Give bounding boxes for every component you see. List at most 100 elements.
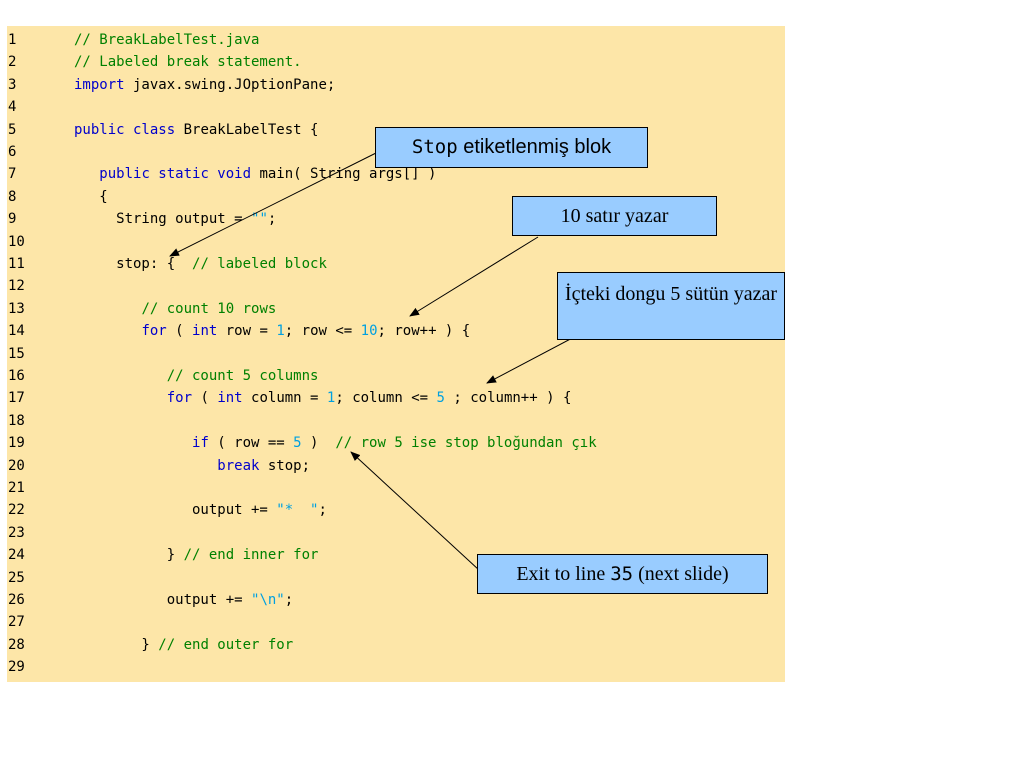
line-number: 3	[8, 76, 17, 93]
callout-stop-block: Stop etiketlenmiş blok	[375, 127, 648, 168]
code-token: }	[74, 636, 159, 653]
code-literal: 5	[436, 390, 445, 407]
code-token: ;	[267, 211, 277, 228]
code-text: for ( int row = 1; row <= 10; row++ ) {	[74, 320, 470, 342]
code-literal: ""	[251, 211, 268, 228]
code-literal: "\n"	[251, 592, 285, 608]
code-comment: // count 10 rows	[141, 300, 277, 317]
line-number: 21	[8, 480, 25, 496]
code-text: if ( row == 5 ) // row 5 ise stop bloğun…	[74, 432, 597, 454]
line-number: 19	[8, 435, 25, 452]
code-token	[74, 390, 167, 406]
callout-exit-line-number: 35	[610, 563, 634, 585]
code-literal: 1	[326, 390, 336, 407]
line-number: 4	[8, 99, 17, 116]
code-token	[74, 323, 141, 339]
line-number: 13	[8, 300, 25, 317]
line-number: 10	[8, 233, 25, 250]
code-token: ;	[284, 592, 294, 608]
code-keyword: int	[192, 323, 218, 340]
line-number: 22	[8, 502, 25, 519]
callout-inner-loop: İçteki dongu 5 sütün yazar	[557, 272, 785, 340]
code-token: }	[74, 547, 184, 564]
code-text: output += "* ";	[74, 499, 327, 521]
line-number: 15	[8, 345, 25, 362]
code-token: ; column++ ) {	[444, 390, 572, 407]
code-text: public class BreakLabelTest {	[74, 119, 318, 141]
code-text: String output = "";	[74, 208, 276, 230]
code-token	[74, 458, 217, 474]
code-token: ( row ==	[208, 435, 294, 452]
callout-stop-block-keyword: Stop	[411, 136, 458, 158]
code-token: stop: {	[74, 256, 193, 272]
line-number: 26	[8, 592, 25, 608]
line-number: 5	[8, 121, 17, 138]
code-text: output += "\n";	[74, 589, 293, 611]
code-text: stop: { // labeled block	[74, 253, 327, 275]
code-keyword: for	[141, 323, 167, 340]
code-token: row =	[217, 323, 277, 340]
code-token: ;	[318, 502, 327, 519]
line-number: 20	[8, 457, 25, 474]
line-number: 8	[8, 188, 17, 205]
code-token: String output =	[74, 211, 252, 228]
code-token: (	[192, 390, 218, 407]
code-token: {	[74, 188, 108, 205]
code-text: // count 5 columns	[74, 365, 319, 387]
code-token: column =	[242, 390, 327, 407]
code-comment: // Labeled break statement.	[74, 54, 302, 71]
line-number: 28	[8, 636, 25, 653]
code-text: import javax.swing.JOptionPane;	[74, 74, 335, 96]
line-number: 1	[8, 32, 17, 48]
code-text: // count 10 rows	[74, 298, 276, 320]
code-token: javax.swing.JOptionPane;	[124, 76, 336, 93]
code-keyword: break	[217, 457, 260, 474]
code-literal: 1	[276, 323, 285, 340]
code-keyword: if	[192, 435, 209, 452]
code-keyword: int	[217, 390, 243, 407]
line-number: 2	[8, 54, 17, 71]
line-number: 23	[8, 524, 25, 541]
code-token	[74, 301, 141, 317]
code-token: output +=	[74, 592, 252, 608]
code-literal: "* "	[276, 502, 319, 519]
line-number: 14	[8, 323, 25, 340]
code-comment: // row 5 ise stop bloğundan çık	[335, 435, 597, 452]
line-number: 25	[8, 569, 25, 586]
line-number: 16	[8, 368, 25, 384]
code-keyword: public class	[74, 121, 176, 138]
callout-exit: Exit to line 35 (next slide)	[477, 554, 768, 594]
code-text: // Labeled break statement.	[74, 51, 302, 73]
code-comment: // end outer for	[158, 636, 294, 653]
callout-exit-before: Exit to line	[516, 563, 611, 585]
line-number: 17	[8, 390, 25, 407]
code-token: )	[301, 435, 336, 452]
code-text: {	[74, 186, 108, 208]
code-token: ; column <=	[335, 390, 437, 407]
code-comment: // count 5 columns	[166, 368, 319, 384]
code-text: for ( int column = 1; column <= 5 ; colu…	[74, 387, 572, 409]
code-token: stop;	[259, 457, 311, 474]
code-keyword: public static void	[99, 166, 252, 183]
code-text: } // end inner for	[74, 544, 319, 566]
code-comment: // BreakLabelTest.java	[74, 32, 260, 48]
line-number: 7	[8, 166, 17, 183]
line-number: 27	[8, 614, 25, 631]
line-number: 12	[8, 278, 25, 295]
line-number: 18	[8, 412, 25, 429]
code-token: ; row++ ) {	[377, 323, 471, 340]
code-comment: // end inner for	[183, 547, 319, 564]
code-text: // BreakLabelTest.java	[74, 29, 259, 51]
code-token: output +=	[74, 502, 277, 519]
line-number: 29	[8, 659, 25, 676]
code-text: } // end outer for	[74, 634, 293, 656]
code-keyword: import	[74, 76, 125, 93]
code-token: ; row <=	[284, 323, 361, 340]
line-number: 6	[8, 144, 17, 160]
callout-exit-after: (next slide)	[633, 563, 729, 585]
code-literal: 10	[360, 323, 378, 340]
code-keyword: for	[166, 390, 193, 407]
line-number: 11	[8, 256, 25, 272]
callout-ten-rows: 10 satır yazar	[512, 196, 717, 236]
code-token	[74, 166, 99, 182]
